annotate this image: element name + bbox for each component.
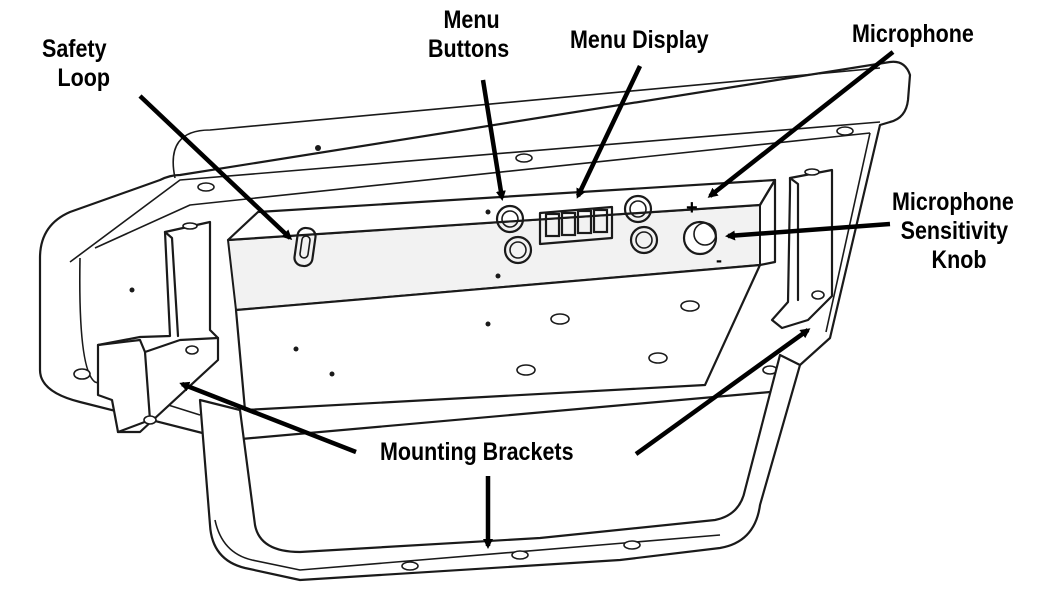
label-microphone-text: Microphone bbox=[852, 20, 974, 48]
label-microphone-sensitivity-knob: Microphone Sensitivity Knob bbox=[892, 188, 1014, 275]
safety-loop-arrow bbox=[138, 94, 293, 241]
knob-minus-mark: - bbox=[716, 250, 722, 270]
brackets-left-arrow bbox=[179, 381, 357, 455]
label-menu-display: Menu Display bbox=[570, 26, 709, 55]
knob-arrow bbox=[725, 221, 891, 241]
label-menu-buttons: Menu Buttons bbox=[428, 6, 509, 64]
microphone-arrow bbox=[707, 50, 895, 198]
label-menu-buttons-line-1: Menu bbox=[443, 6, 500, 34]
label-menu-buttons-line-2: Buttons bbox=[428, 35, 510, 63]
label-mounting-brackets: Mounting Brackets bbox=[380, 438, 574, 467]
knob-plus-mark: + bbox=[686, 197, 698, 219]
label-mounting-brackets-text: Mounting Brackets bbox=[380, 438, 574, 466]
lower-tray bbox=[198, 353, 802, 582]
label-knob-line-2: Sensitivity bbox=[900, 217, 1009, 245]
safety-loop bbox=[293, 226, 317, 268]
label-menu-display-text: Menu Display bbox=[570, 26, 709, 54]
label-microphone: Microphone bbox=[852, 20, 974, 49]
menu-display bbox=[538, 205, 614, 246]
label-safety-loop: Safety Loop bbox=[42, 35, 110, 93]
electronics-housing bbox=[226, 178, 777, 412]
left-mounting-bracket bbox=[96, 220, 220, 434]
menu-buttons bbox=[495, 194, 659, 265]
menu-buttons-arrow bbox=[480, 79, 506, 201]
label-knob-line-1: Microphone bbox=[892, 188, 1014, 216]
callout-arrows bbox=[138, 50, 895, 549]
brackets-right-arrow bbox=[634, 328, 811, 456]
label-safety-loop-line-2: Loop bbox=[57, 64, 111, 92]
menu-display-arrow bbox=[575, 65, 643, 199]
right-mounting-bracket bbox=[770, 168, 834, 330]
frame-holes bbox=[73, 126, 854, 380]
microphone-sensitivity-knob: + - bbox=[682, 197, 722, 270]
label-knob-line-3: Knob bbox=[931, 246, 987, 274]
label-safety-loop-line-1: Safety bbox=[42, 35, 107, 63]
